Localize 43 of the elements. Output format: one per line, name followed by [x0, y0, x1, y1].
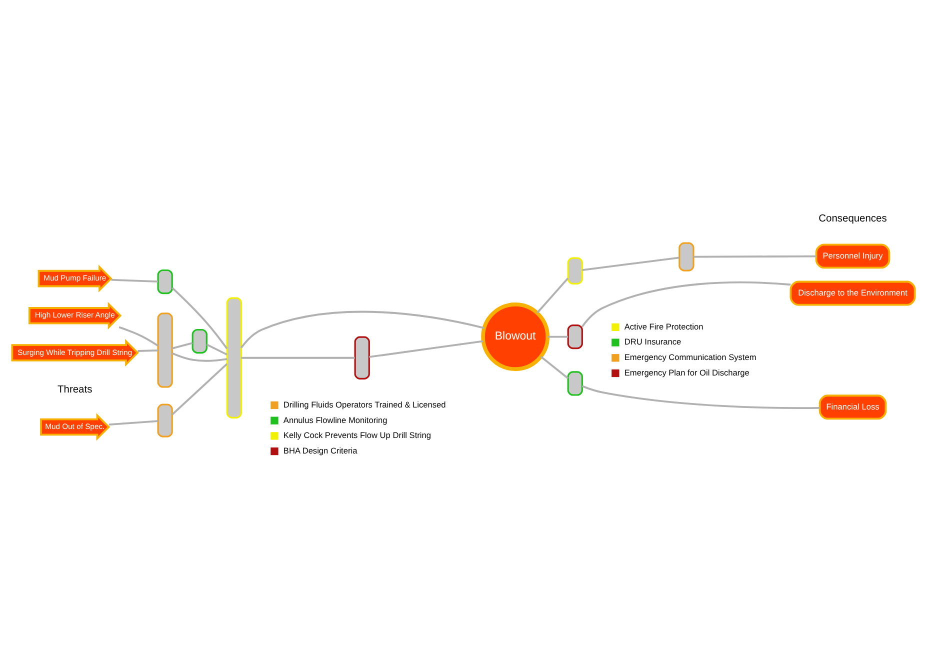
connector	[582, 256, 680, 270]
node-box: Financial Loss	[818, 394, 887, 420]
label: Threats	[58, 384, 92, 395]
connector	[118, 326, 158, 346]
node-box	[354, 336, 370, 379]
legend-label: Kelly Cock Prevents Flow Up Drill String	[283, 430, 431, 440]
label: Consequences	[818, 213, 887, 224]
connector	[111, 278, 158, 282]
connector	[694, 254, 816, 258]
node-box	[157, 268, 173, 294]
node-box: Discharge to the Environment	[790, 280, 916, 306]
legend-label: Active Fire Protection	[624, 320, 704, 331]
legend-label: DRU Insurance	[624, 336, 682, 346]
node-box	[192, 328, 208, 354]
connector	[540, 355, 569, 379]
connector	[172, 362, 228, 415]
node-box	[226, 296, 242, 418]
legend-label: Emergency Plan for Oil Discharge	[624, 366, 750, 377]
connector	[581, 280, 791, 327]
connector	[536, 277, 569, 313]
node-box	[157, 403, 173, 437]
connector	[206, 343, 228, 355]
connector	[548, 335, 568, 338]
node-box	[678, 242, 694, 271]
connector	[240, 310, 484, 348]
legend-label: Drilling Fluids Operators Trained & Licensed	[283, 398, 446, 409]
connector	[138, 348, 158, 352]
node-box	[567, 370, 583, 396]
node-box	[157, 312, 173, 388]
node-circle: Blowout	[481, 302, 550, 370]
connector	[172, 286, 228, 349]
legend-label: Annulus Flowline Monitoring	[283, 414, 388, 424]
connector	[172, 342, 193, 349]
connector	[172, 352, 228, 362]
connector	[241, 356, 355, 358]
connector	[582, 384, 820, 408]
node-box: Personnel Injury	[815, 243, 890, 268]
connector	[369, 340, 484, 358]
node-box	[567, 256, 583, 284]
node-box	[567, 324, 583, 349]
legend-label: BHA Design Criteria	[283, 444, 358, 455]
connector	[108, 420, 158, 426]
legend-label: Emergency Communication System	[624, 352, 756, 362]
